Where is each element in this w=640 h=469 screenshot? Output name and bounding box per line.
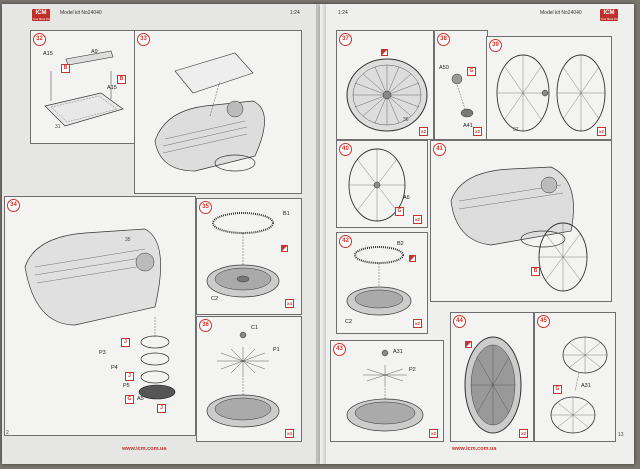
step-43-panel: 43 A31 P2 x2 [330,340,444,442]
part-label: A50 [439,65,449,71]
step-37-panel: 37 36 x2 [336,30,434,140]
model-number: Model kit No24040 [60,10,102,16]
step-35-panel: 35 B1 C2 x4 [196,198,302,315]
quantity-badge: x2 [413,215,423,224]
quantity-badge: x4 [285,429,295,438]
part-label: A31 [393,349,403,355]
wheel-assembly-drawing [550,336,608,434]
step-number: 39 [489,39,502,52]
part-label: P3 [99,350,106,356]
quantity-badge: x2 [597,127,607,136]
wheel-spokes-drawing [206,331,280,428]
page-number: 13 [618,432,624,438]
wheel-install-drawing [450,166,588,292]
step-number: 42 [339,235,352,248]
step-number: 40 [339,143,352,156]
part-label: C2 [211,296,219,302]
quantity-badge: x2 [473,127,483,136]
wheel-pair-drawing [496,54,606,132]
quantity-badge: x2 [419,127,429,136]
step-number: 43 [333,343,346,356]
step-32-panel: 32 A15 A9 A15 B B 31 [30,30,136,144]
color-code-box: G [125,395,134,404]
part-label: A31 [581,383,591,389]
step-number: 36 [199,319,212,332]
seat-frame-drawing [44,50,124,127]
step-42-panel: 42 B2 C2 x2 [336,232,428,334]
step-40-panel: 40 A6 G x2 [336,140,428,228]
part-number: 36 [403,117,409,123]
color-code-box: B [531,267,540,276]
step-34-panel: 34 P3 P4 P5 J J G A5 J 35 [4,196,196,436]
step-45-panel: 45 A31 G [534,312,616,442]
part-label: B1 [283,211,290,217]
glue-warning-icon [381,49,388,56]
part-label: A5 [137,396,144,402]
part-label: A15 [107,85,117,91]
part-label: P4 [111,365,118,371]
color-code-box: B [61,64,70,73]
website-link: www.icm.com.ua [452,446,497,452]
step-44-panel: 44 x2 [450,312,534,442]
color-code-box: J [157,404,166,413]
part-label: C2 [345,319,353,325]
color-code-box: B [117,75,126,84]
step-38-panel: 38 A50 A41 G x2 [434,30,488,140]
part-label: B2 [397,241,404,247]
step-number: 35 [199,201,212,214]
quantity-badge: x2 [413,319,423,328]
wheel-hub-drawing [348,148,406,222]
step-number: 34 [7,199,20,212]
rear-rim-drawing [346,246,412,316]
part-label: A6 [403,195,410,201]
step-number: 41 [433,143,446,156]
hub-cap-drawing [451,73,474,118]
part-number: 35 [125,237,131,243]
color-code-box: G [467,67,476,76]
part-label: A9 [91,49,98,55]
book-gutter [316,4,326,464]
step-number: 37 [339,33,352,46]
color-code-box: J [121,338,130,347]
quantity-badge: x4 [285,299,295,308]
part-number: 37 [513,127,519,133]
quantity-badge: x2 [519,429,529,438]
wheel-rim-drawing [206,212,280,298]
website-link: www.icm.com.ua [122,446,167,452]
part-label: P5 [123,383,130,389]
rear-wheel-drawing [464,336,522,434]
model-number: Model kit No24040 [540,10,582,16]
step-number: 32 [33,33,46,46]
step-number: 44 [453,315,466,328]
color-code-box: J [125,372,134,381]
rear-spokes-drawing [346,349,424,432]
car-body-drawing [154,52,265,172]
chassis-drive-drawing [24,228,176,400]
step-41-panel: 41 B [430,140,612,302]
part-label: A41 [463,123,473,129]
color-code-box: G [553,385,562,394]
glue-warning-icon [281,245,288,252]
scale-label: 1:24 [338,10,348,16]
scale-label: 1:24 [290,10,300,16]
part-label: A15 [43,51,53,57]
step-36-panel: 36 C1 P1 x4 [196,316,302,442]
step-number: 45 [537,315,550,328]
step-39-panel: 39 37 x2 [486,36,612,140]
step-number: 33 [137,33,150,46]
part-label: P1 [273,347,280,353]
part-label: P2 [409,367,416,373]
page-number: 2 [6,430,9,436]
glue-warning-icon [465,341,472,348]
step-number: 38 [437,33,450,46]
color-code-box: G [395,207,404,216]
part-number: 31 [55,124,61,130]
quantity-badge: x2 [429,429,439,438]
step-33-panel: 33 [134,30,302,194]
glue-warning-icon [409,255,416,262]
spoked-wheel-drawing [346,58,428,132]
part-label: C1 [251,325,259,331]
